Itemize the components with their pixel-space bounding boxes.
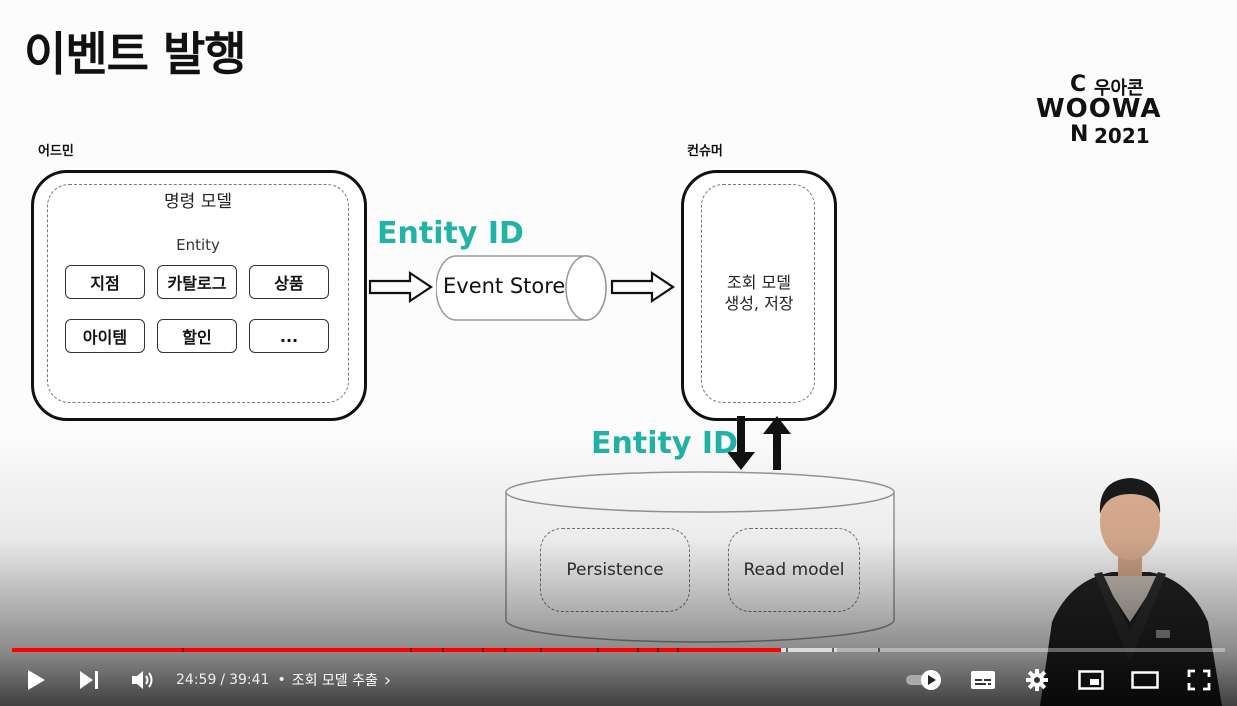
chapter-marker [677,648,679,652]
progress-bar[interactable] [12,648,1225,652]
miniplayer-button[interactable] [1072,656,1110,704]
command-model-title: 명령 모델 [164,192,232,212]
chapter-title[interactable]: 조회 모델 추출 [291,673,378,689]
logo-c: C [1070,72,1087,97]
gear-icon [1026,669,1048,691]
next-button[interactable] [70,656,108,704]
read-model-box: Read model [728,528,860,612]
player-controls: 24:59 / 39:41 • 조회 모델 추출 › [0,656,1237,706]
time-display: 24:59 / 39:41 • 조회 모델 추출 › [176,656,391,704]
chapter-marker [540,648,542,652]
consumer-box [681,170,837,421]
autoplay-toggle-icon [906,670,941,690]
chapter-marker [504,648,506,652]
consumer-text-line2: 생성, 저장 [724,294,794,313]
chapter-marker [657,648,659,652]
time-separator: / [220,672,226,688]
chapter-marker [637,648,639,652]
settings-button[interactable] [1018,656,1056,704]
chapter-marker [482,648,484,652]
entity-id-label-bottom: Entity ID [591,426,738,461]
hollow-arrow-right-icon [368,270,433,304]
entity-chip: 아이템 [65,319,145,353]
logo-n: N [1070,122,1089,147]
entity-label: Entity [176,236,220,254]
logo-woowa: WOOWA [1036,94,1162,124]
persistence-box: Persistence [540,528,690,612]
admin-label: 어드민 [38,144,74,159]
read-model-generation-box [701,184,815,403]
chapter-marker [182,648,184,652]
event-store-cylinder [436,255,607,321]
chapter-marker [878,648,880,652]
entity-chip: 상품 [249,265,329,299]
fullscreen-icon [1187,669,1211,691]
hollow-arrow-right-icon [610,270,675,304]
consumer-text-line1: 조회 모델 [727,273,791,292]
consumer-text: 조회 모델 생성, 저장 [684,272,834,314]
miniplayer-icon [1078,670,1104,690]
chapter-marker [597,648,599,652]
consumer-label: 컨슈머 [687,144,723,159]
entity-chip: 할인 [157,319,237,353]
autoplay-toggle[interactable] [902,656,946,704]
logo-korean: 우아콘 [1094,78,1144,99]
entity-chip: 지점 [65,265,145,299]
next-icon [80,671,98,689]
chapter-marker [786,648,788,652]
theater-mode-button[interactable] [1126,656,1164,704]
theater-mode-icon [1131,671,1159,689]
entity-chip: 카탈로그 [157,265,237,299]
chapter-marker [832,648,834,652]
entity-chip: ... [249,319,329,353]
chapter-marker [410,648,412,652]
logo-year: 2021 [1094,124,1150,148]
current-time: 24:59 [176,672,217,688]
woowacon-logo: C 우아콘 WOOWA N 2021 [1036,72,1176,152]
subtitles-icon [971,671,995,689]
volume-icon [132,671,153,689]
duration: 39:41 [229,672,270,688]
play-icon [28,670,45,690]
play-button[interactable] [18,656,54,704]
chapter-marker [442,648,444,652]
entity-id-label: Entity ID [377,216,524,251]
chevron-right-icon[interactable]: › [383,669,392,691]
volume-button[interactable] [124,656,162,704]
chapter-bullet: • [277,672,286,688]
slide-title: 이벤트 발행 [24,27,247,81]
event-store-label: Event Store [443,274,566,298]
subtitles-button[interactable] [964,656,1002,704]
progress-played [12,648,782,652]
command-model-box [47,184,349,403]
fullscreen-button[interactable] [1180,656,1218,704]
